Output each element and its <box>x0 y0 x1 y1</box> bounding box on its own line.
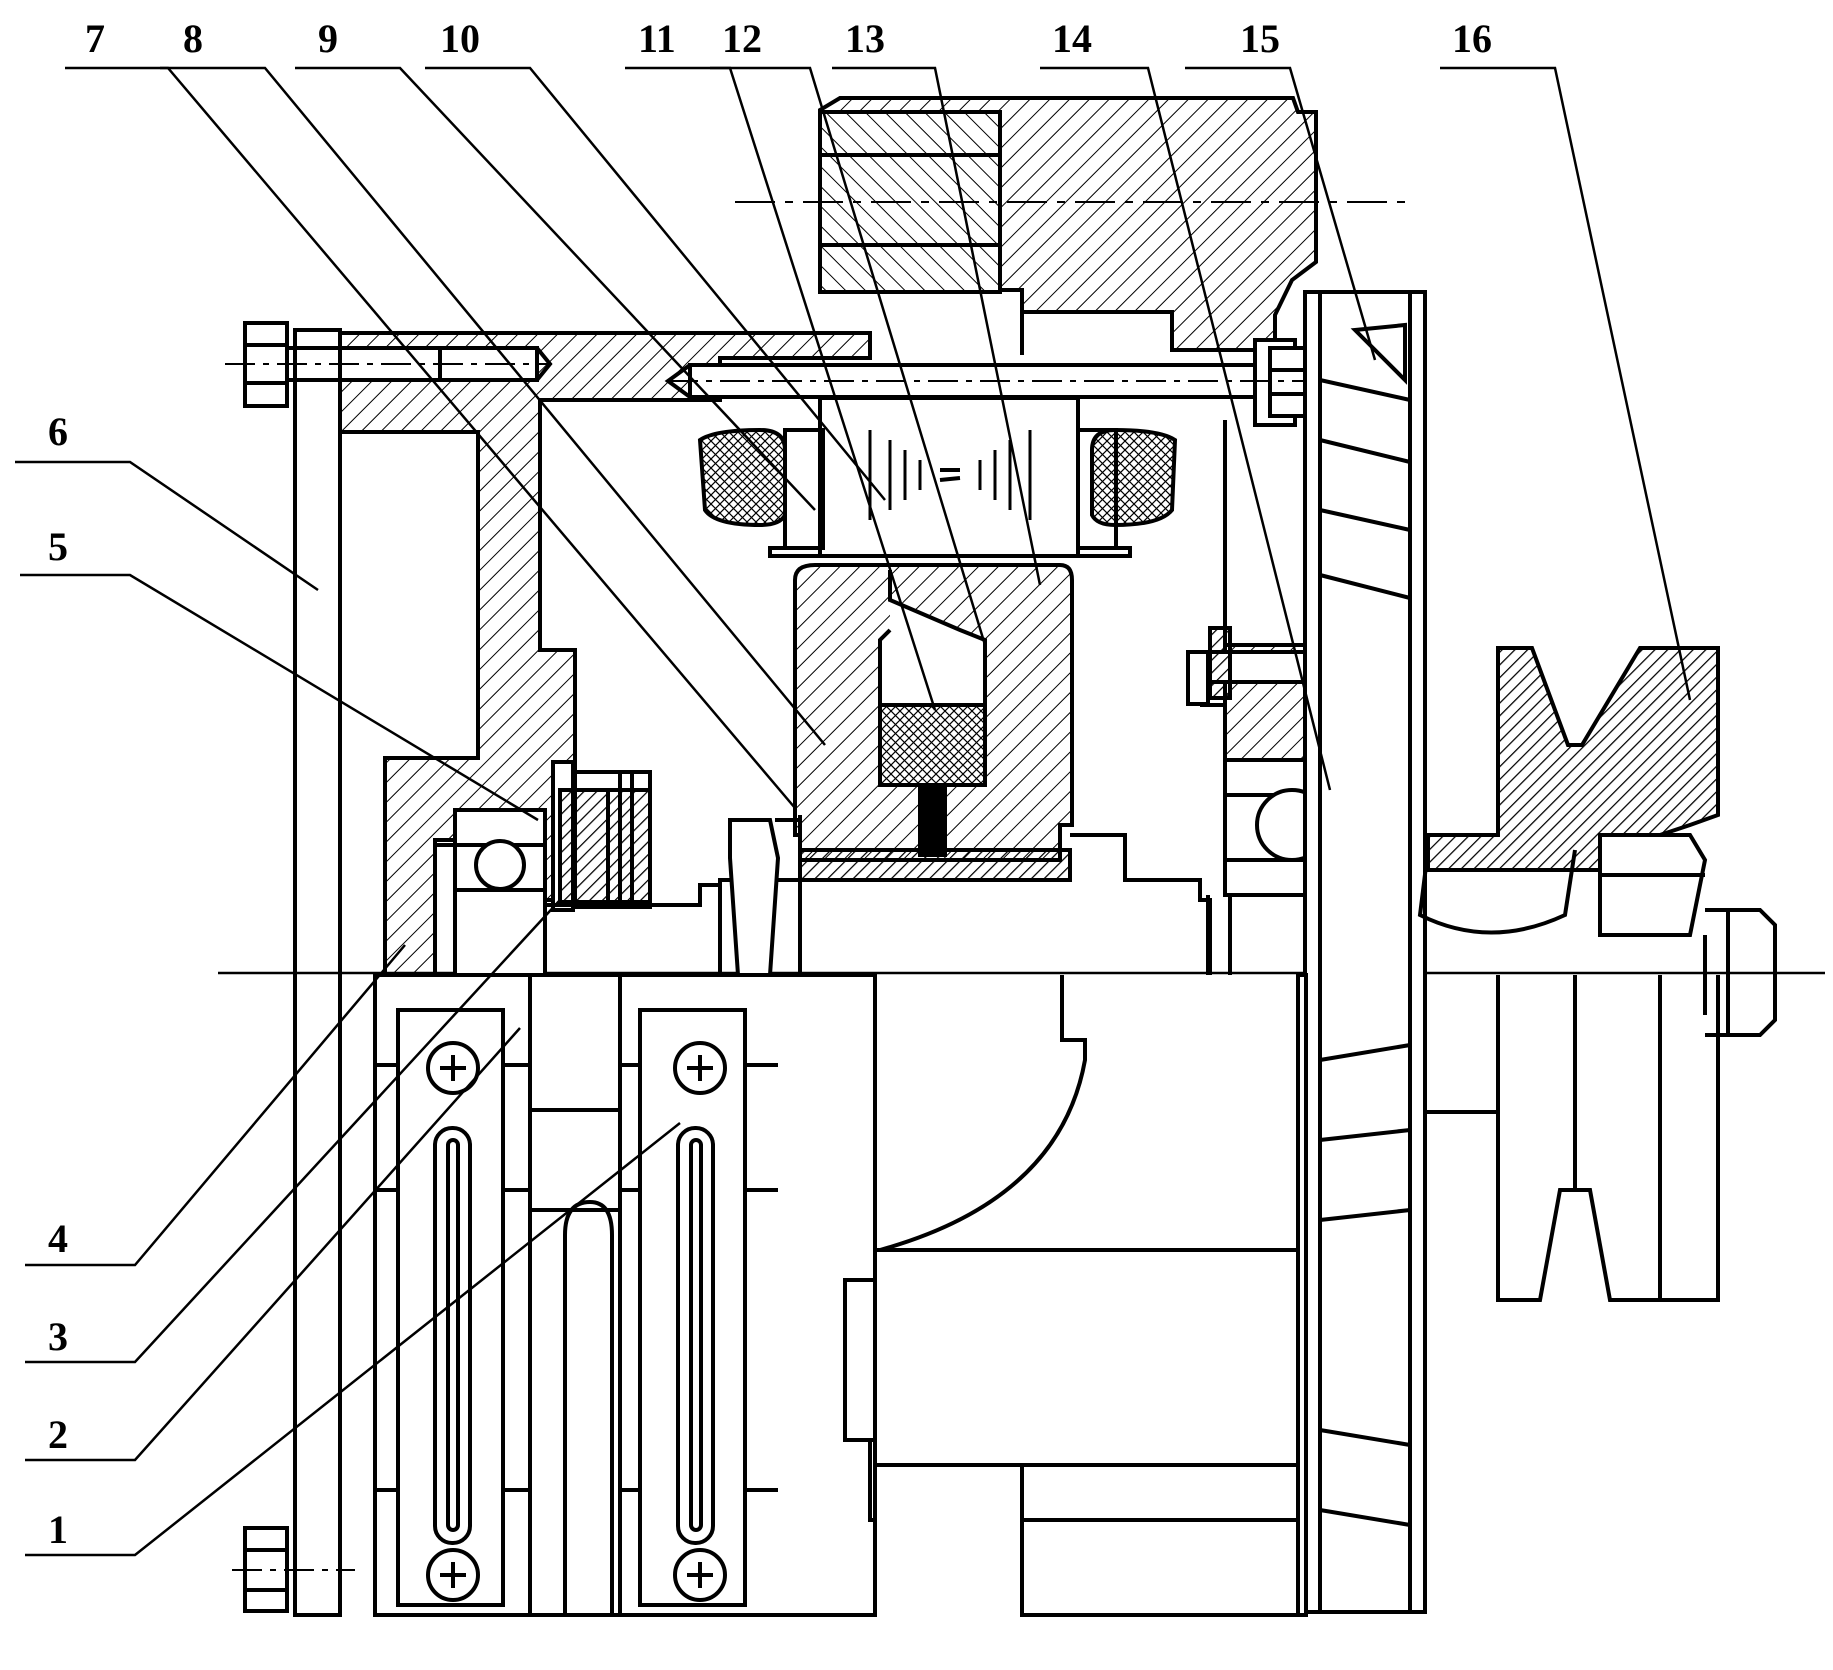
label-11: 11 <box>638 16 676 61</box>
leader-14 <box>1040 66 1332 791</box>
label-8: 8 <box>183 16 203 61</box>
label-16: 16 <box>1452 16 1492 61</box>
label-3: 3 <box>48 1314 68 1359</box>
brush-assembly <box>551 760 652 912</box>
mounting-boss <box>735 96 1410 355</box>
label-15: 15 <box>1240 16 1280 61</box>
leader-1 <box>25 1122 681 1557</box>
rear-cover-plate <box>232 328 355 1617</box>
leader-12 <box>710 66 987 646</box>
leader-5 <box>20 573 539 822</box>
leader-16 <box>1440 66 1692 701</box>
part-labels: 1 2 3 4 5 6 7 8 9 10 11 12 13 14 15 16 <box>48 16 1492 1552</box>
label-4: 4 <box>48 1216 68 1261</box>
label-6: 6 <box>48 409 68 454</box>
leader-10 <box>425 66 886 501</box>
leader-lines <box>15 66 1692 1557</box>
leader-2 <box>25 1027 521 1462</box>
drive-pulley <box>1417 646 1777 1037</box>
label-5: 5 <box>48 524 68 569</box>
leader-7 <box>65 66 796 809</box>
leader-6 <box>15 460 319 592</box>
leader-9 <box>295 66 816 511</box>
leader-15 <box>1185 66 1377 361</box>
rear-bearing <box>435 808 547 977</box>
housing-exterior <box>373 973 1720 1617</box>
label-12: 12 <box>722 16 762 61</box>
leader-8 <box>160 66 826 746</box>
label-10: 10 <box>440 16 480 61</box>
label-9: 9 <box>318 16 338 61</box>
leader-4 <box>25 944 406 1267</box>
top-through-bolt <box>225 321 553 408</box>
label-1: 1 <box>48 1507 68 1552</box>
label-14: 14 <box>1052 16 1092 61</box>
label-13: 13 <box>845 16 885 61</box>
label-2: 2 <box>48 1412 68 1457</box>
leader-13 <box>832 66 1042 586</box>
leader-3 <box>25 899 561 1364</box>
label-7: 7 <box>85 16 105 61</box>
rotor-claw-pole <box>793 563 1212 975</box>
cooling-fan <box>1303 290 1427 1614</box>
